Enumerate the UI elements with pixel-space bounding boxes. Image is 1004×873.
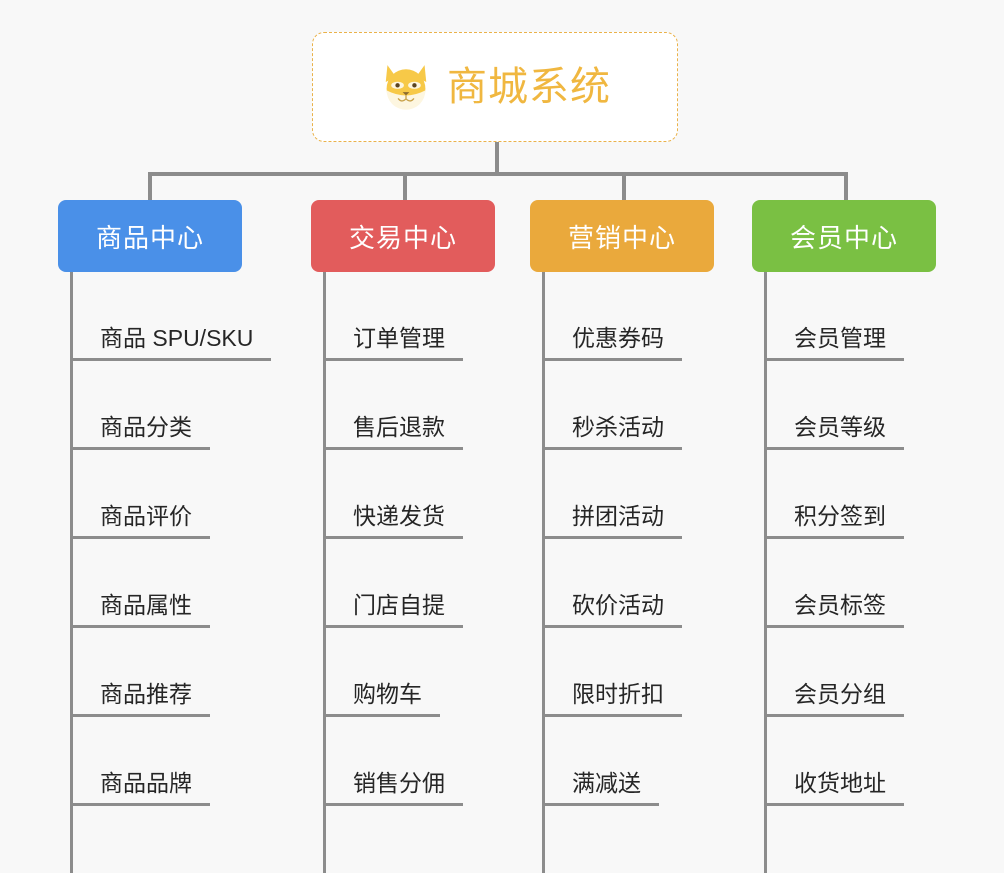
list-item[interactable]: 销售分佣 bbox=[311, 717, 533, 806]
connector-drop-3 bbox=[622, 172, 626, 202]
leaf-spine bbox=[764, 272, 767, 873]
category-label: 营销中心 bbox=[567, 222, 676, 253]
category-label: 会员中心 bbox=[789, 222, 898, 253]
list-item[interactable]: 积分签到 bbox=[752, 450, 974, 539]
leaf-spine bbox=[323, 272, 326, 873]
connector-drop-2 bbox=[403, 172, 407, 202]
list-item[interactable]: 会员等级 bbox=[752, 361, 974, 450]
list-item[interactable]: 拼团活动 bbox=[530, 450, 752, 539]
leaf-label: 积分签到 bbox=[764, 503, 904, 539]
category-header-2[interactable]: 交易中心 bbox=[311, 200, 495, 272]
connector-drop-1 bbox=[148, 172, 152, 202]
list-item[interactable]: 收货地址 bbox=[752, 717, 974, 806]
leaf-label: 售后退款 bbox=[323, 414, 463, 450]
leaf-label: 会员管理 bbox=[764, 325, 904, 361]
leaf-label: 会员等级 bbox=[764, 414, 904, 450]
leaf-list-1: 商品 SPU/SKU 商品分类 商品评价 商品属性 商品推荐 商品品牌 bbox=[58, 272, 308, 873]
category-label: 商品中心 bbox=[95, 222, 204, 253]
list-item[interactable]: 会员分组 bbox=[752, 628, 974, 717]
leaf-label: 会员分组 bbox=[764, 681, 904, 717]
leaf-label: 商品推荐 bbox=[70, 681, 210, 717]
list-item[interactable]: 商品评价 bbox=[58, 450, 308, 539]
category-column-营销中心: 营销中心 优惠券码 秒杀活动 拼团活动 砍价活动 限时折扣 满减送 bbox=[530, 200, 752, 873]
leaf-spine bbox=[542, 272, 545, 873]
leaf-label: 商品评价 bbox=[70, 503, 210, 539]
list-item[interactable]: 秒杀活动 bbox=[530, 361, 752, 450]
leaf-label: 会员标签 bbox=[764, 592, 904, 628]
leaf-label: 优惠券码 bbox=[542, 325, 682, 361]
category-column-商品中心: 商品中心 商品 SPU/SKU 商品分类 商品评价 商品属性 商品推荐 商品品牌 bbox=[58, 200, 308, 873]
leaf-list-2: 订单管理 售后退款 快递发货 门店自提 购物车 销售分佣 bbox=[311, 272, 533, 873]
list-item[interactable]: 商品推荐 bbox=[58, 628, 308, 717]
list-item[interactable]: 商品品牌 bbox=[58, 717, 308, 806]
list-item[interactable]: 限时折扣 bbox=[530, 628, 752, 717]
category-label: 交易中心 bbox=[348, 222, 457, 253]
root-title: 商城系统 bbox=[447, 65, 611, 109]
leaf-list-3: 优惠券码 秒杀活动 拼团活动 砍价活动 限时折扣 满减送 bbox=[530, 272, 752, 873]
connector-root-stem bbox=[495, 142, 499, 176]
leaf-label: 满减送 bbox=[542, 770, 659, 806]
leaf-label: 购物车 bbox=[323, 681, 440, 717]
leaf-label: 快递发货 bbox=[323, 503, 463, 539]
list-item[interactable]: 会员管理 bbox=[752, 272, 974, 361]
leaf-label: 商品分类 bbox=[70, 414, 210, 450]
category-column-交易中心: 交易中心 订单管理 售后退款 快递发货 门店自提 购物车 销售分佣 bbox=[311, 200, 533, 873]
list-item[interactable]: 门店自提 bbox=[311, 539, 533, 628]
leaf-label: 秒杀活动 bbox=[542, 414, 682, 450]
connector-drop-4 bbox=[844, 172, 848, 202]
leaf-label: 商品属性 bbox=[70, 592, 210, 628]
list-item[interactable]: 商品 SPU/SKU bbox=[58, 272, 308, 361]
list-item[interactable]: 商品属性 bbox=[58, 539, 308, 628]
leaf-label: 限时折扣 bbox=[542, 681, 682, 717]
mindmap-canvas: 商城系统 商品中心 商品 SPU/SKU 商品分类 商品评价 商品属性 bbox=[58, 32, 974, 873]
list-item[interactable]: 订单管理 bbox=[311, 272, 533, 361]
root-node[interactable]: 商城系统 bbox=[312, 32, 678, 142]
leaf-label: 砍价活动 bbox=[542, 592, 682, 628]
leaf-label: 拼团活动 bbox=[542, 503, 682, 539]
leaf-label: 门店自提 bbox=[323, 592, 463, 628]
list-item[interactable]: 购物车 bbox=[311, 628, 533, 717]
list-item[interactable]: 满减送 bbox=[530, 717, 752, 806]
leaf-label: 收货地址 bbox=[764, 770, 904, 806]
category-header-4[interactable]: 会员中心 bbox=[752, 200, 936, 272]
leaf-label: 订单管理 bbox=[323, 325, 463, 361]
shiba-dog-face-icon bbox=[385, 65, 427, 110]
category-header-1[interactable]: 商品中心 bbox=[58, 200, 242, 272]
list-item[interactable]: 优惠券码 bbox=[530, 272, 752, 361]
list-item[interactable]: 会员标签 bbox=[752, 539, 974, 628]
leaf-spine bbox=[70, 272, 73, 873]
leaf-label: 销售分佣 bbox=[323, 770, 463, 806]
list-item[interactable]: 商品分类 bbox=[58, 361, 308, 450]
leaf-label: 商品 SPU/SKU bbox=[70, 325, 272, 361]
category-header-3[interactable]: 营销中心 bbox=[530, 200, 714, 272]
leaf-label: 商品品牌 bbox=[70, 770, 210, 806]
list-item[interactable]: 快递发货 bbox=[311, 450, 533, 539]
connector-horizontal-bus bbox=[148, 172, 848, 176]
list-item[interactable]: 售后退款 bbox=[311, 361, 533, 450]
list-item[interactable]: 砍价活动 bbox=[530, 539, 752, 628]
category-column-会员中心: 会员中心 会员管理 会员等级 积分签到 会员标签 会员分组 收货地址 bbox=[752, 200, 974, 873]
leaf-list-4: 会员管理 会员等级 积分签到 会员标签 会员分组 收货地址 bbox=[752, 272, 974, 873]
